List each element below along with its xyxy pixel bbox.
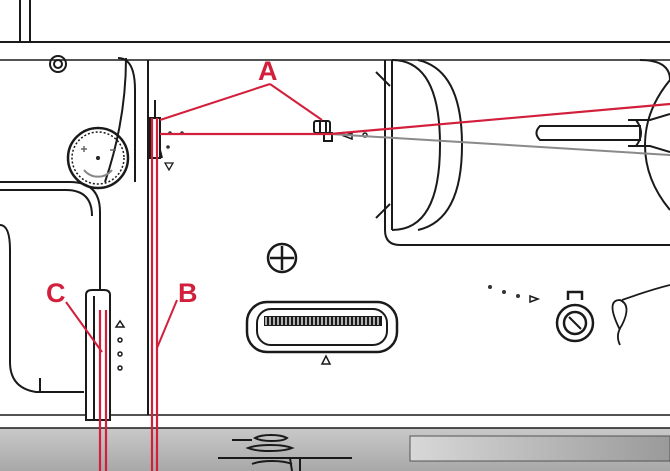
base-vent bbox=[218, 434, 352, 471]
thread-path bbox=[98, 102, 670, 471]
thread-lever bbox=[85, 289, 111, 421]
left-body bbox=[0, 57, 136, 410]
spool-pin bbox=[535, 113, 670, 153]
bobbin-winder-icon[interactable] bbox=[555, 284, 670, 346]
take-up-lever bbox=[149, 100, 163, 159]
up-arrow-icon bbox=[320, 354, 332, 365]
spool-housing bbox=[375, 59, 670, 231]
take-up-marks bbox=[163, 131, 184, 172]
thread-channel-frame bbox=[147, 60, 670, 415]
screw-icon bbox=[49, 55, 67, 73]
callout-leaders bbox=[65, 83, 323, 353]
plus-circle-icon bbox=[266, 242, 298, 274]
callout-b: B bbox=[178, 278, 198, 308]
bobbin-winder-marks bbox=[488, 285, 541, 304]
lever-marks bbox=[114, 319, 126, 371]
thread-guide-icon bbox=[313, 120, 333, 142]
top-panel bbox=[0, 0, 670, 61]
callout-a: A bbox=[258, 56, 278, 86]
base-plate bbox=[0, 414, 670, 471]
tension-dial-icon[interactable] bbox=[66, 126, 130, 190]
callout-c: C bbox=[46, 278, 66, 308]
stitch-wheel[interactable] bbox=[245, 300, 399, 354]
upper-thread-gray bbox=[329, 133, 670, 156]
